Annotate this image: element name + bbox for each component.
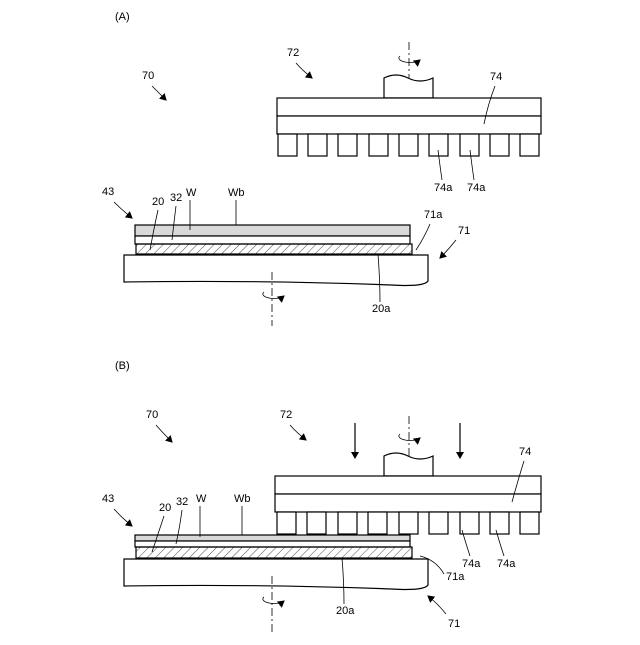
label-74a-right: 74a	[467, 182, 486, 194]
label-74-b: 74	[519, 446, 531, 458]
wafer-w	[135, 225, 410, 236]
pad	[338, 134, 357, 156]
leader-71	[440, 240, 456, 258]
table-rotation-arrow-icon	[263, 292, 284, 298]
label-20a-b: 20a	[336, 605, 355, 617]
label-74: 74	[490, 71, 502, 83]
label-20: 20	[152, 196, 164, 208]
spindle-b	[384, 453, 433, 476]
head-upper-layer	[277, 98, 541, 116]
label-74a-left-b: 74a	[462, 558, 481, 570]
head-lower-layer-b	[275, 494, 541, 512]
pad	[369, 134, 388, 156]
pad	[490, 512, 509, 534]
label-32-b: 32	[176, 496, 188, 508]
label-20a: 20a	[372, 303, 391, 315]
leader-43-b	[114, 509, 132, 526]
leader-72-b	[290, 425, 306, 440]
label-71: 71	[458, 225, 470, 237]
rotation-arrow-icon	[399, 56, 420, 62]
label-74a-left: 74a	[434, 182, 453, 194]
panel-b: (B) 70 72 74	[102, 360, 541, 632]
leader-70	[152, 86, 166, 100]
substrate-20	[136, 244, 412, 254]
pad	[520, 512, 539, 534]
rotation-arrow-b-icon	[399, 434, 420, 440]
pad	[490, 134, 509, 156]
panel-a: (A) 70 72 74 74a 74a	[102, 11, 541, 326]
table-rotation-arrow-b-icon	[263, 597, 284, 603]
label-71a: 71a	[424, 209, 443, 221]
pad	[307, 512, 326, 534]
pad-row-b	[277, 512, 539, 534]
leader-71-b	[428, 596, 446, 614]
pad	[460, 512, 479, 534]
pad	[399, 512, 418, 534]
label-72: 72	[287, 47, 299, 59]
label-20-b: 20	[159, 502, 171, 514]
head-lower-layer	[277, 116, 541, 134]
wafer-w-b	[135, 535, 410, 541]
pad	[520, 134, 539, 156]
label-w: W	[186, 187, 197, 199]
chuck-table-71-b	[124, 559, 428, 590]
substrate-20-b	[136, 547, 412, 558]
label-wb-b: Wb	[234, 493, 251, 505]
label-74a-right-b: 74a	[497, 558, 516, 570]
pad	[277, 512, 296, 534]
pad-row-a	[278, 134, 539, 156]
pad	[429, 512, 448, 534]
pad	[278, 134, 297, 156]
panel-a-label: (A)	[115, 11, 130, 23]
spindle	[384, 75, 433, 98]
layer-32	[135, 236, 410, 244]
label-32: 32	[170, 192, 182, 204]
pad	[308, 134, 327, 156]
label-71a-b: 71a	[446, 571, 465, 583]
label-72-b: 72	[280, 409, 292, 421]
pad	[399, 134, 418, 156]
label-43-b: 43	[102, 493, 114, 505]
panel-b-label: (B)	[115, 360, 130, 372]
label-70: 70	[142, 70, 154, 82]
pad	[338, 512, 357, 534]
leader-72	[296, 63, 312, 78]
head-upper-layer-b	[275, 476, 541, 494]
label-w-b: W	[196, 493, 207, 505]
label-70-b: 70	[146, 409, 158, 421]
leader-70-b	[156, 425, 172, 442]
pad	[460, 134, 479, 156]
pad	[368, 512, 387, 534]
leader-43	[114, 202, 132, 218]
label-71-b: 71	[448, 618, 460, 630]
label-43: 43	[102, 186, 114, 198]
chuck-table-71	[124, 255, 428, 286]
label-wb: Wb	[228, 187, 245, 199]
leader-71a	[416, 224, 430, 250]
